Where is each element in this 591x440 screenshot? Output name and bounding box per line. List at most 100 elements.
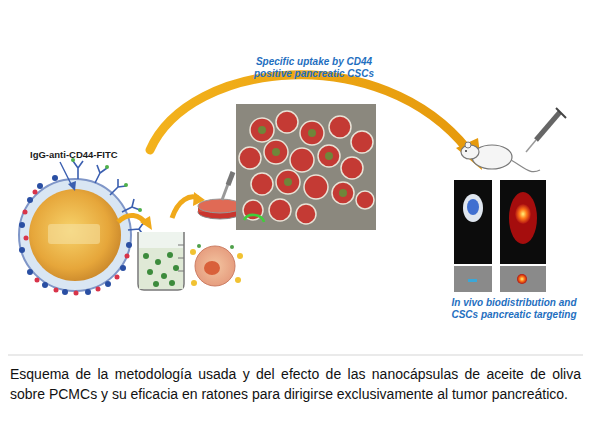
art-shape [126,242,132,248]
art-shape [178,245,184,271]
panel-title: In vivo biodistribution and CSCs pancrea… [440,297,588,321]
art-shape [272,148,280,156]
art-shape [153,281,159,287]
art-shape [500,266,546,292]
art-shape [197,244,234,249]
art-shape [511,160,540,172]
nanocapsule [19,158,146,296]
art-shape [29,189,121,281]
art-shape [35,278,40,283]
art-shape [500,180,546,264]
art-shape [23,190,130,296]
art-shape [167,252,173,258]
arrow-head [140,216,152,230]
art-shape [19,247,25,253]
art-shape [195,246,235,286]
art-shape [222,184,228,200]
art-shape [27,197,33,203]
art-shape [19,179,131,291]
art-shape [454,180,492,264]
art-shape [23,210,28,215]
art-shape [42,282,48,288]
art-shape [351,131,373,153]
art-shape [467,199,479,215]
imaging-panel [500,180,546,292]
art-shape [37,183,43,189]
art-shape [329,116,351,138]
syringe [526,108,566,152]
art-shape [138,232,184,290]
art-shape [191,280,197,286]
art-shape [19,175,132,295]
art-shape [341,157,363,179]
art-shape [155,259,161,265]
art-shape [465,150,467,152]
art-shape [465,142,471,148]
art-shape [230,245,234,249]
art-shape [24,236,29,241]
art-shape [325,152,333,160]
art-shape [138,208,142,212]
art-shape [19,222,25,228]
art-shape [197,244,201,248]
art-shape [339,189,347,197]
art-shape [296,204,316,224]
leader-arrow [60,162,72,186]
art-shape [318,145,340,167]
art-shape [96,287,101,292]
art-shape [178,245,184,271]
art-shape [161,273,167,279]
art-shape [239,147,261,169]
art-shape [198,199,242,213]
art-shape [62,289,68,295]
art-shape [250,118,274,142]
microscopy-image [236,104,376,230]
art-shape [48,224,100,244]
art-shape [173,265,179,271]
art-shape [110,179,126,195]
art-shape [290,148,314,172]
art-shape [269,199,291,221]
art-shape [143,253,149,259]
panel-title: Specific uptake by CD44 positive pancrea… [246,56,382,80]
art-shape [139,248,183,289]
art-shape [332,182,354,204]
art-shape [536,112,560,140]
caption: Esquema de la metodología usada y del ef… [10,365,581,404]
art-shape [52,175,58,181]
art-shape [122,199,140,212]
art-shape [454,266,492,292]
art-shape [124,183,128,187]
art-shape [190,249,196,255]
art-shape [509,192,537,244]
antibody-label: IgG-anti-CD44-FITC [30,149,140,160]
art-shape [526,140,536,152]
beaker [138,232,184,290]
art-shape [115,275,120,280]
art-shape [74,291,79,296]
imaging-panel [454,180,492,292]
art-shape [147,269,153,275]
art-shape [264,140,288,164]
art-shape [304,175,328,199]
art-shape [204,261,220,275]
art-shape [284,178,292,186]
art-shape [308,129,316,137]
art-shape [258,126,347,197]
art-shape [85,289,91,295]
art-shape [236,104,376,230]
art-shape [190,249,243,286]
art-shape [515,204,531,224]
art-shape [468,279,477,282]
petri-dish [198,172,242,219]
art-shape [556,108,566,118]
art-shape [356,191,374,209]
art-shape [143,252,179,287]
art-shape [228,172,233,185]
art-shape [276,170,300,194]
art-shape [105,281,111,287]
art-shape [120,265,126,271]
art-shape [125,254,130,259]
art-shape [244,215,264,222]
